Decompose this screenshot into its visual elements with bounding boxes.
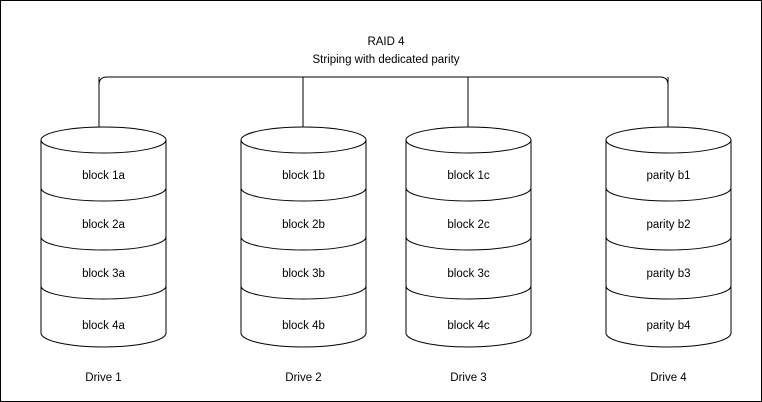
drive-1-divider-1 [40,187,167,202]
drive-3-divider-1 [405,187,532,202]
drive-3-block-4-label: block 4c [447,320,489,332]
drive-2-block-4-label: block 4b [282,320,325,332]
drive-4-divider-2 [605,236,732,251]
drive-4-block-4-label: parity b4 [646,320,691,332]
drive-2-block-3-label: block 3b [282,268,325,280]
drive-1-block-1-label: block 1a [82,170,125,182]
drive-1-divider-3 [40,285,167,300]
drive-3-cylinder-top [405,126,532,154]
drive-2-divider-3 [240,285,367,300]
drive-3-cylinder-body [405,139,532,348]
drive-4-divider-1 [605,187,732,202]
drive-4-block-1-label: parity b1 [646,170,690,182]
drive-2[interactable]: block 1b block 2b block 3b block 4b Driv… [240,126,367,384]
drive-1-cylinder-body [40,139,167,348]
drive-2-block-1-label: block 1b [282,170,325,182]
drive-1-block-2-label: block 2a [82,219,125,231]
drive-4[interactable]: parity b1 parity b2 parity b3 parity b4 … [605,126,732,384]
drive-2-divider-1 [240,187,367,202]
drive-3-divider-2 [405,236,532,251]
drive-4-block-3-label: parity b3 [646,268,690,280]
drive-4-divider-3 [605,285,732,300]
drive-3-divider-3 [405,285,532,300]
diagram-title: RAID 4 Striping with dedicated parity [312,36,459,66]
bus-line [98,76,669,140]
title-line-1: RAID 4 [367,36,405,48]
drive-1-block-4-label: block 4a [82,320,125,332]
drive-4-label: Drive 4 [650,372,687,384]
drive-1[interactable]: block 1a block 2a block 3a block 4a Driv… [40,126,167,384]
drive-2-block-2-label: block 2b [282,219,325,231]
drive-1-block-3-label: block 3a [82,268,125,280]
drive-3-block-1-label: block 1c [447,170,489,182]
drive-4-block-2-label: parity b2 [646,219,690,231]
drive-3-label: Drive 3 [450,372,486,384]
drive-2-label: Drive 2 [285,372,321,384]
controller-bus [98,76,669,140]
drive-3-block-3-label: block 3c [447,268,489,280]
drive-1-divider-2 [40,236,167,251]
drive-1-cylinder-top [40,126,167,154]
drive-2-divider-2 [240,236,367,251]
drive-2-cylinder-body [240,139,367,348]
drive-2-cylinder-top [240,126,367,154]
drive-4-cylinder-body [605,139,732,348]
drive-1-label: Drive 1 [85,372,121,384]
title-line-2: Striping with dedicated parity [312,54,459,66]
drive-3[interactable]: block 1c block 2c block 3c block 4c Driv… [405,126,532,384]
drive-3-block-2-label: block 2c [447,219,489,231]
drive-4-cylinder-top [605,126,732,154]
